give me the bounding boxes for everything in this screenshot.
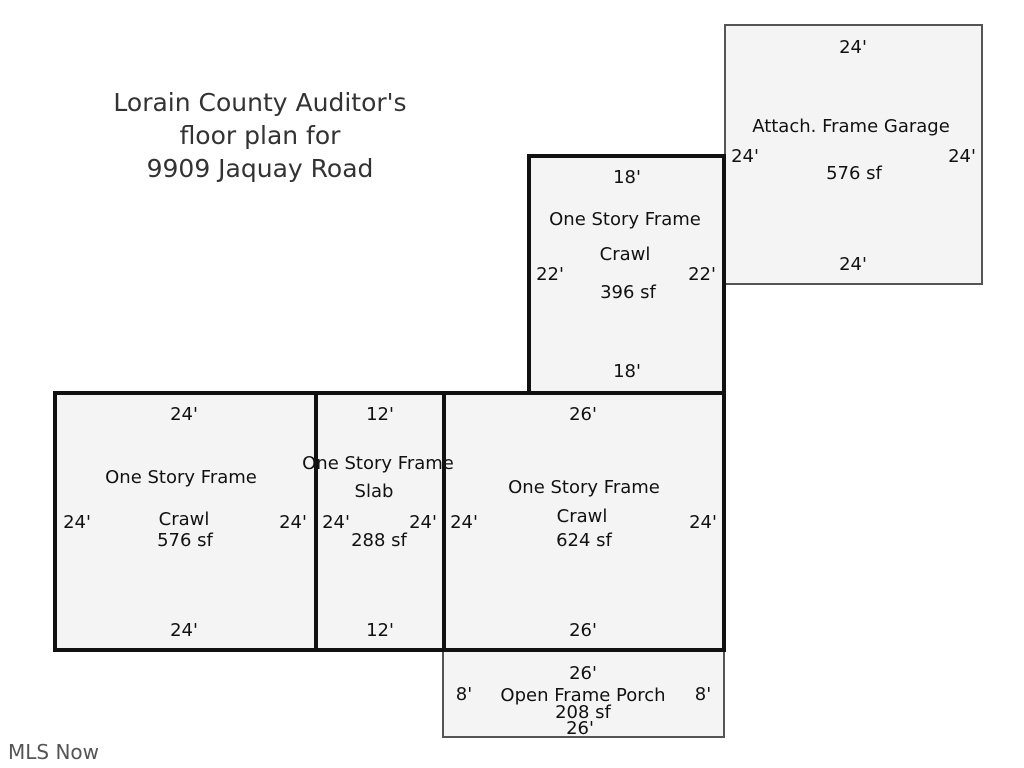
- porch-right-dimension: 8': [694, 684, 712, 705]
- middle-room-right-dimension: 24': [409, 512, 437, 533]
- left-room-left-dimension: 24': [63, 512, 91, 533]
- garage-right-dimension: 24': [948, 146, 976, 167]
- right-room-area: [442, 391, 726, 652]
- left-room-area: [53, 391, 318, 652]
- upper-room-name: One Story Frame: [549, 209, 701, 230]
- left-room-foundation: Crawl: [158, 509, 210, 530]
- left-room-bottom-dimension: 24': [170, 620, 198, 641]
- garage-left-dimension: 24': [731, 146, 759, 167]
- porch-top-dimension: 26': [569, 663, 597, 684]
- left-room-area-text: 576 sf: [157, 530, 213, 551]
- middle-room-area-text: 288 sf: [351, 530, 407, 551]
- middle-room-name: One Story Frame: [302, 453, 454, 474]
- title-line-1: Lorain County Auditor's: [113, 88, 407, 117]
- porch-bottom-dimension: 26': [566, 718, 594, 739]
- floor-plan-title: Lorain County Auditor's floor plan for 9…: [60, 86, 460, 185]
- garage-area-text: 576 sf: [826, 163, 882, 184]
- garage-bottom-dimension: 24': [839, 254, 867, 275]
- porch-left-dimension: 8': [455, 684, 473, 705]
- upper-room-area-text: 396 sf: [600, 282, 656, 303]
- garage-top-dimension: 24': [839, 37, 867, 58]
- porch-name: Open Frame Porch: [500, 685, 666, 706]
- right-room-bottom-dimension: 26': [569, 620, 597, 641]
- right-room-name: One Story Frame: [508, 477, 660, 498]
- right-room-left-dimension: 24': [450, 512, 478, 533]
- upper-room-right-dimension: 22': [688, 264, 716, 285]
- title-line-2: floor plan for: [179, 121, 341, 150]
- right-room-right-dimension: 24': [689, 512, 717, 533]
- upper-room-bottom-dimension: 18': [613, 361, 641, 382]
- middle-room-top-dimension: 12': [366, 404, 394, 425]
- middle-room-bottom-dimension: 12': [366, 620, 394, 641]
- right-room-area-text: 624 sf: [556, 530, 612, 551]
- right-room-foundation: Crawl: [556, 506, 608, 527]
- right-room-top-dimension: 26': [569, 404, 597, 425]
- left-room-name: One Story Frame: [105, 467, 257, 488]
- garage-name: Attach. Frame Garage: [752, 116, 950, 137]
- middle-room-foundation: Slab: [354, 481, 394, 502]
- garage-area: [724, 24, 983, 285]
- left-room-top-dimension: 24': [170, 404, 198, 425]
- title-line-3: 9909 Jaquay Road: [146, 154, 374, 183]
- middle-room-left-dimension: 24': [322, 512, 350, 533]
- upper-room-area: [527, 154, 726, 395]
- mls-now-watermark: MLS Now: [8, 740, 100, 764]
- left-room-right-dimension: 24': [279, 512, 307, 533]
- upper-room-top-dimension: 18': [613, 167, 641, 188]
- upper-room-foundation: Crawl: [599, 244, 651, 265]
- porch-area-text: 208 sf: [555, 702, 611, 723]
- upper-room-left-dimension: 22': [536, 264, 564, 285]
